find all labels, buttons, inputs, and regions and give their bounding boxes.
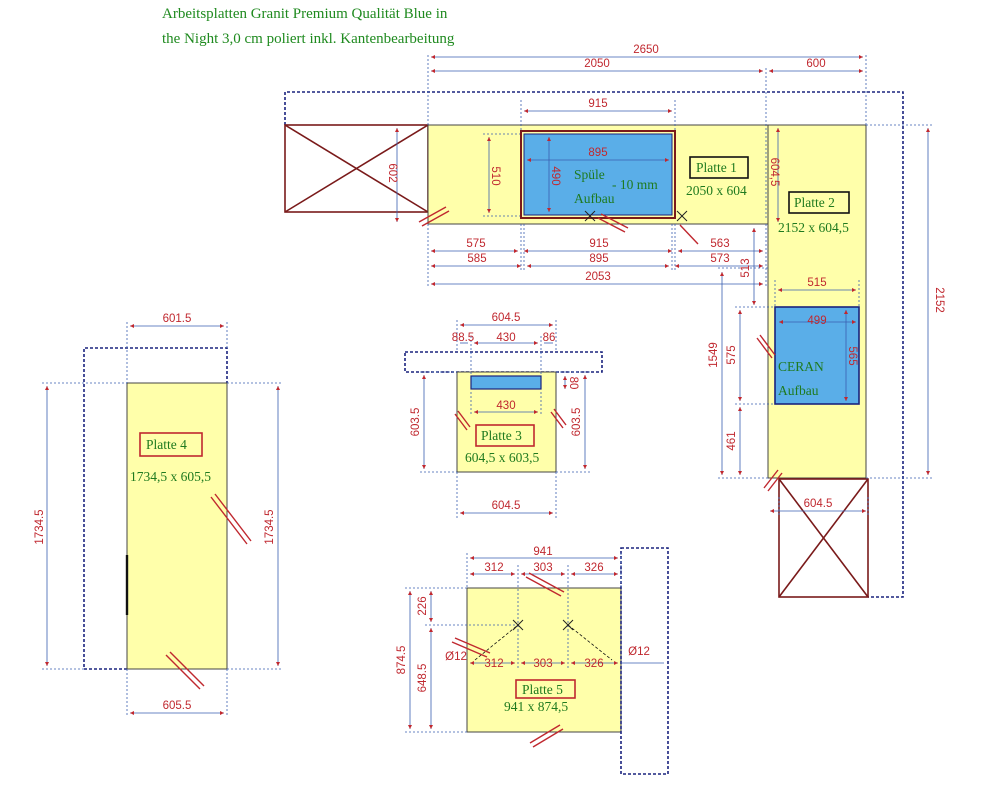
platte-5-slab <box>466 587 622 733</box>
dim-2050: 2050 <box>584 58 610 70</box>
sink-label-2: Aufbau <box>574 191 615 206</box>
sink-mount-markers <box>584 210 688 222</box>
dim-p5-326-mid: 326 <box>584 658 603 670</box>
platte-5-dimension-lines <box>405 553 664 733</box>
dim-diameter-left: Ø12 <box>445 651 467 663</box>
dim-603-5-right: 603.5 <box>571 408 583 437</box>
dim-513: 513 <box>740 258 752 277</box>
dim-226: 226 <box>417 596 429 615</box>
dim-1549: 1549 <box>708 342 720 368</box>
dim-602: 602 <box>386 163 398 182</box>
sink-label-1: Spüle <box>574 167 605 182</box>
dim-515: 515 <box>807 277 826 289</box>
dim-86: 86 <box>543 332 556 344</box>
platte-2-label-box <box>788 191 850 214</box>
dim-p5-303-top: 303 <box>533 562 552 574</box>
platte-5-edge-markers <box>451 572 565 748</box>
dim-80: 80 <box>567 377 579 390</box>
dim-895: 895 <box>589 253 608 265</box>
dim-1734-5-right: 1734.5 <box>264 509 276 544</box>
plan-title-line1: Arbeitsplatten Granit Premium Qualität B… <box>162 6 448 22</box>
platte-3-cutout <box>470 375 542 390</box>
dim-499: 499 <box>807 315 826 327</box>
platte-4-slab <box>126 382 228 670</box>
wall-outline-top <box>284 91 904 598</box>
platte-3-wall-outline <box>404 351 603 373</box>
cabinet-below-platte-2 <box>778 478 869 598</box>
platte-2-size: 2152 x 604,5 <box>778 220 849 235</box>
platte-1-size: 2050 x 604 <box>686 183 747 198</box>
platte-5-name: Platte 5 <box>522 682 563 697</box>
platte-5-hole-markers <box>512 619 574 631</box>
dim-575-vertical: 575 <box>726 345 738 364</box>
dim-sink-915: 915 <box>588 98 607 110</box>
dim-941: 941 <box>533 546 552 558</box>
dim-585: 585 <box>467 253 486 265</box>
platte-3-edge-markers <box>454 408 567 431</box>
platte-3-dimension-lines <box>420 320 590 518</box>
plan-title-line2: the Night 3,0 cm poliert inkl. Kantenbea… <box>162 31 455 47</box>
dim-sink-895: 895 <box>588 147 607 159</box>
dim-p5-312-mid: 312 <box>484 658 503 670</box>
dim-diameter-right: Ø12 <box>628 646 650 658</box>
ceran-label-2: Aufbau <box>778 383 819 398</box>
dim-603-5-left: 603.5 <box>410 408 422 437</box>
dim-88-5: 88.5 <box>452 332 474 344</box>
platte-5-size: 941 x 874,5 <box>504 699 568 714</box>
dim-575: 575 <box>466 238 485 250</box>
dim-2053: 2053 <box>585 271 611 283</box>
dim-874-5: 874.5 <box>396 646 408 675</box>
dim-2650: 2650 <box>633 44 659 56</box>
dim-p3-604-5-bottom: 604.5 <box>492 500 521 512</box>
platte-4-edge-markers <box>165 493 252 690</box>
dim-1734-5-left: 1734.5 <box>34 509 46 544</box>
dim-p5-326-top: 326 <box>584 562 603 574</box>
dim-p3-430-top: 430 <box>496 332 515 344</box>
sink-note: - 10 mm <box>612 177 658 192</box>
platte-5-label-box <box>515 679 576 699</box>
platte-1-label-box <box>689 156 749 179</box>
dim-461: 461 <box>726 431 738 450</box>
platte-3-name: Platte 3 <box>481 428 522 443</box>
dim-605-5: 605.5 <box>163 700 192 712</box>
platte-5-wall-outline <box>620 547 669 775</box>
dim-600: 600 <box>806 58 825 70</box>
platte-4-label-box <box>139 432 203 457</box>
dim-2152: 2152 <box>933 287 945 313</box>
dim-sink-510: 510 <box>489 166 501 185</box>
platte-1-name: Platte 1 <box>696 160 737 175</box>
dimension-lines-top <box>395 55 933 517</box>
dim-sink-490: 490 <box>549 166 561 185</box>
platte-4-size: 1734,5 x 605,5 <box>130 469 211 484</box>
platte-4-name: Platte 4 <box>146 437 187 452</box>
dim-604-5: 604,5 <box>768 158 780 187</box>
platte-3-size: 604,5 x 603,5 <box>465 450 540 465</box>
platte-2-name: Platte 2 <box>794 195 835 210</box>
dim-cabinet-604-5: 604.5 <box>804 498 833 510</box>
ceran-label-1: CERAN <box>778 359 824 374</box>
dim-563: 563 <box>710 238 729 250</box>
dim-565: 565 <box>846 346 858 365</box>
dim-915: 915 <box>589 238 608 250</box>
platte-3-label-box <box>475 424 535 447</box>
dim-p5-312-top: 312 <box>484 562 503 574</box>
dim-p3-430-inner: 430 <box>496 400 515 412</box>
dim-p5-303-mid: 303 <box>533 658 552 670</box>
tall-cabinet-left <box>284 124 429 213</box>
platte-4-dimension-lines <box>42 322 283 717</box>
dim-p3-604-5-top: 604.5 <box>492 312 521 324</box>
edge-finish-markers <box>418 206 783 492</box>
platte-2-slab <box>767 124 867 479</box>
dim-601-5: 601.5 <box>163 313 192 325</box>
dim-573: 573 <box>710 253 729 265</box>
dim-648-5: 648.5 <box>417 664 429 693</box>
